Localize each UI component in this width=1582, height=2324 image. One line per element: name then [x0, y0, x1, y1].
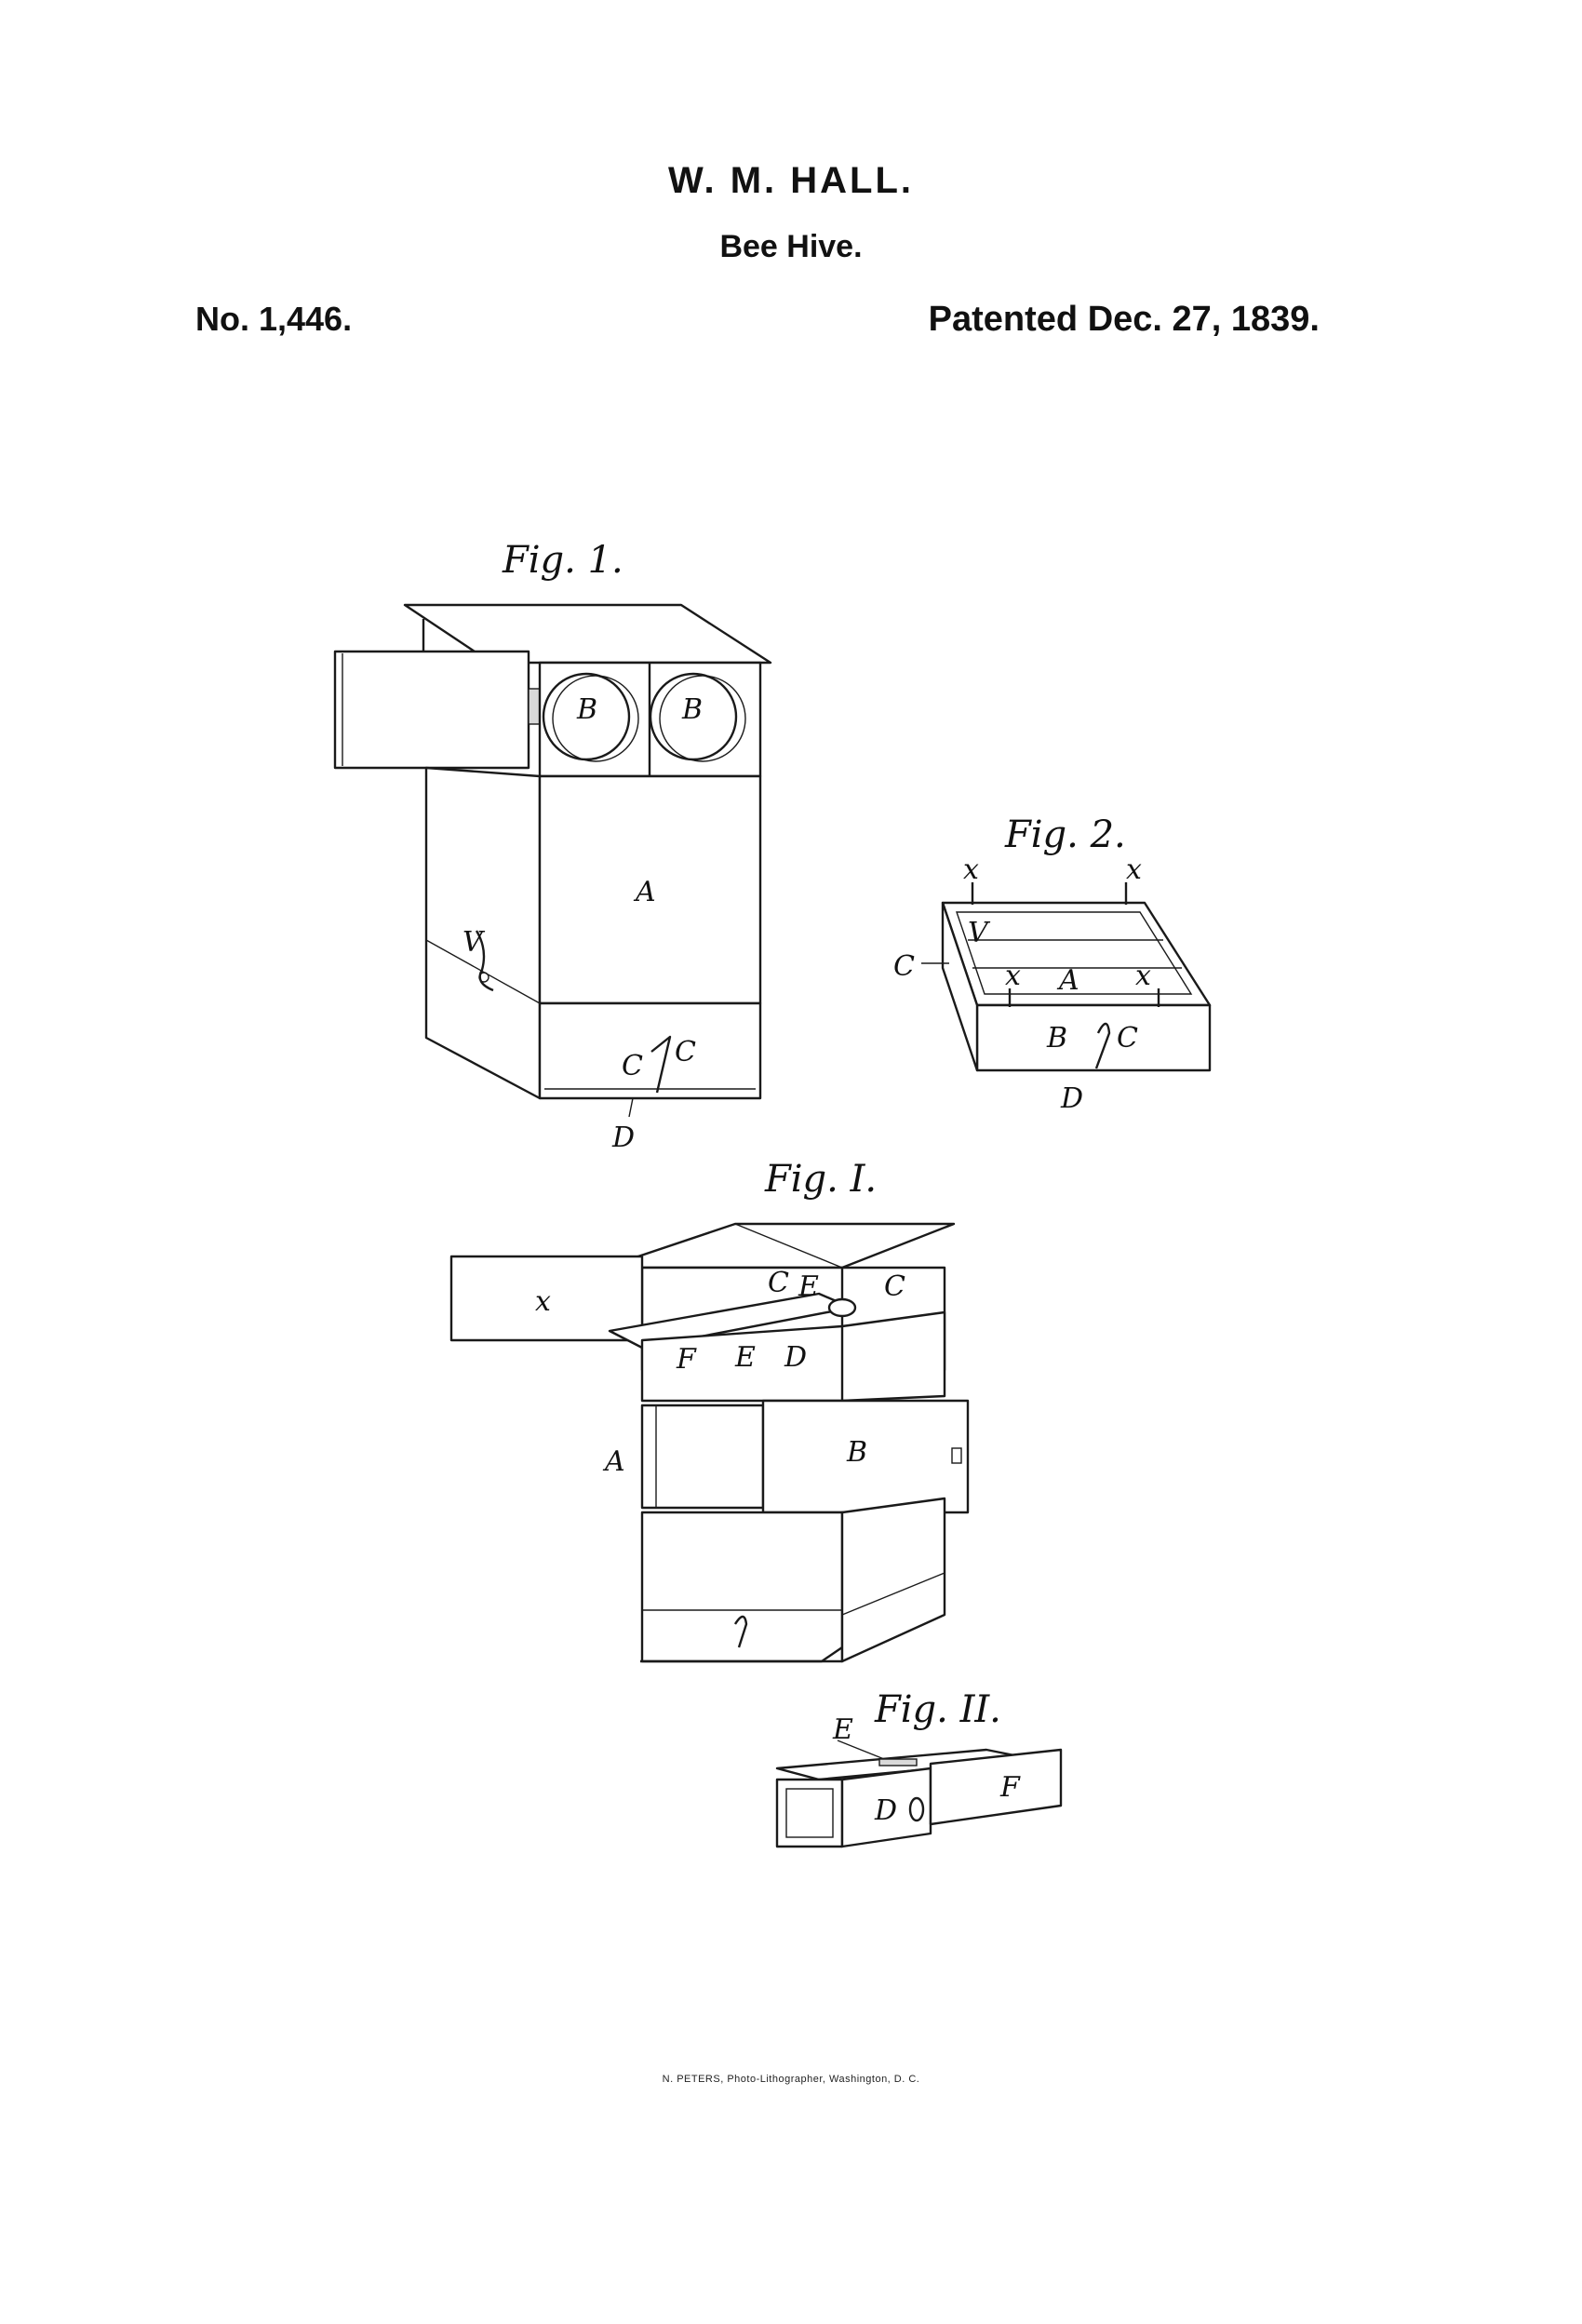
figii-label-f: F	[999, 1771, 1021, 1804]
inventor-name: W. M. HALL.	[667, 160, 915, 201]
patent-date: Patented Dec. 27, 1839.	[928, 300, 1320, 339]
figi-drawer-b	[761, 1399, 970, 1514]
fig1-drawer-knob-right	[649, 672, 738, 761]
figure-1: Fig. 1. B B A V C C D	[333, 539, 772, 1154]
fig2-label-c2: C	[1117, 1022, 1138, 1055]
figii-label-d: D	[874, 1794, 897, 1827]
figii-caption: Fig. II.	[874, 1688, 1001, 1731]
fig1-latch-v	[475, 930, 494, 992]
figii-slide-f	[929, 1748, 1063, 1826]
figi-lower-side	[840, 1497, 946, 1663]
figi-label-d: D	[784, 1341, 807, 1374]
figi-feeder-hole	[827, 1297, 857, 1318]
fig1-label-a: A	[633, 876, 656, 908]
patent-number: No. 1,446.	[195, 300, 353, 338]
fig1-side-body	[424, 766, 542, 1100]
figi-box-a	[640, 1404, 765, 1510]
figi-base-rail	[640, 1646, 843, 1663]
fig1-open-door	[333, 650, 530, 770]
figure-ii: Fig. II. E D F	[775, 1688, 1063, 1848]
fig2-label-x1: x	[963, 853, 979, 886]
fig2-label-a: A	[1056, 964, 1079, 997]
figii-label-e: E	[832, 1713, 853, 1746]
figi-extended-drawer	[449, 1255, 644, 1342]
fig2-label-d: D	[1060, 1082, 1083, 1115]
figi-handle	[733, 1615, 748, 1648]
fig1-label-v: V	[463, 926, 486, 959]
fig1-label-c2: C	[675, 1036, 696, 1068]
fig1-caption: Fig. 1.	[502, 539, 623, 582]
fig2-tray-front	[975, 1003, 1212, 1072]
fig1-drawer-knob-left	[542, 672, 631, 761]
figi-label-b: B	[846, 1436, 867, 1469]
figii-tube-side	[840, 1767, 932, 1848]
figii-slot-e	[878, 1758, 918, 1767]
fig1-label-d: D	[611, 1122, 635, 1154]
fig1-label-b2: B	[681, 693, 703, 726]
fig2-tray-side	[941, 901, 979, 1072]
fig1-bottom-drawer	[538, 1001, 762, 1100]
figure-2: Fig. 2. x x V C x A x B C D	[893, 813, 1212, 1115]
fig2-handle	[1094, 1022, 1111, 1069]
figii-hole	[908, 1796, 925, 1822]
fig2-label-x3: x	[1005, 960, 1021, 992]
fig2-label-x2: x	[1126, 853, 1142, 886]
fig2-label-x4: x	[1135, 960, 1151, 992]
figi-label-a: A	[602, 1445, 625, 1478]
figure-i: Fig. I. x C E C F E D A B	[449, 1158, 970, 1663]
fig2-caption: Fig. 2.	[1004, 813, 1126, 856]
fig2-label-b: B	[1046, 1022, 1067, 1055]
patent-title: Bee Hive.	[719, 229, 863, 264]
fig1-label-b1: B	[576, 693, 597, 726]
figi-roof	[603, 1222, 956, 1269]
figi-caption: Fig. I.	[764, 1158, 877, 1201]
figi-label-e2: E	[734, 1341, 756, 1374]
figi-label-c2: C	[884, 1270, 905, 1303]
fig1-handle-c	[650, 1035, 672, 1094]
fig1-roof	[403, 603, 772, 665]
fig2-label-v: V	[968, 917, 991, 949]
fig1-label-c1: C	[622, 1050, 643, 1082]
fig2-label-c1: C	[893, 950, 915, 983]
figi-label-e1: E	[798, 1270, 819, 1303]
figi-label-c1: C	[768, 1267, 789, 1299]
figi-label-x: x	[535, 1285, 551, 1318]
figi-label-f: F	[676, 1343, 697, 1376]
lithographer-credit: N. PETERS, Photo-Lithographer, Washingto…	[662, 2074, 920, 2085]
